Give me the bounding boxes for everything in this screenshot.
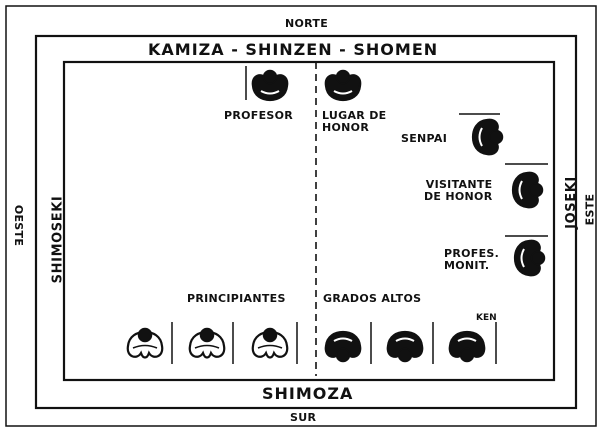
person-principiante-1 [126,327,164,359]
person-senpai [471,118,504,156]
label-principiantes: PRINCIPIANTES [187,292,286,305]
label-senpai: SENPAI [401,132,448,145]
label-lugar-de-honor: LUGAR DE HONOR [322,109,387,134]
person-grados-altos-1 [324,330,362,363]
outer-frame [5,5,597,427]
wall-marks [171,66,548,364]
dojo-inner-mat [62,60,556,382]
person-grados-altos-3 [448,330,486,363]
label-profes-monit: PROFES. MONIT. [444,247,500,272]
wall-right-label: JOSEKI [563,176,579,229]
label-visitante-de-honor: VISITANTE DE HONOR [424,178,493,203]
compass-east-label: ESTE [583,193,597,226]
wall-bottom-label: SHIMOZA [262,384,354,403]
label-ken: KEN [476,313,497,323]
person-profesor [251,69,289,102]
label-grados-altos: GRADOS ALTOS [323,292,422,305]
person-grados-altos-2 [386,330,424,363]
seated-persons [126,69,546,363]
dojo-outer-wall [34,34,578,410]
compass-west-label: OESTE [12,204,26,247]
person-principiante-2 [188,327,226,359]
person-lugar-de-honor [324,69,362,102]
person-visitante [511,171,544,209]
person-principiante-3 [251,327,289,359]
person-profes-monit [513,239,546,277]
compass-south-label: SUR [290,411,317,424]
wall-left-label: SHIMOSEKI [50,195,66,284]
label-profesor: PROFESOR [224,109,294,122]
wall-top-label: KAMIZA - SHINZEN - SHOMEN [148,40,439,59]
compass-north-label: NORTE [285,17,329,30]
